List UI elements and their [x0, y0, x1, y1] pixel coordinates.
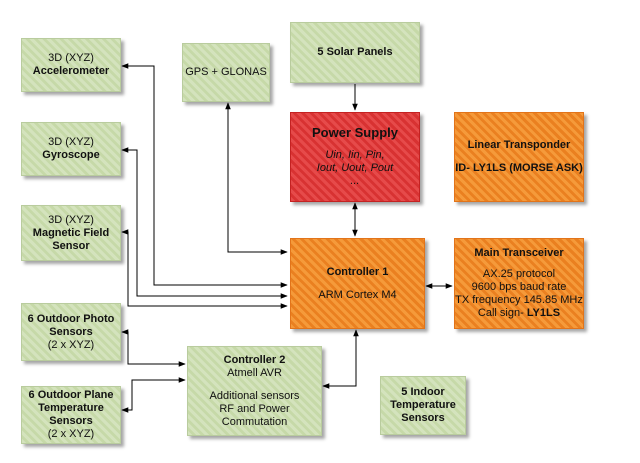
transceiver-line2: 9600 bps baud rate: [471, 281, 567, 293]
photo-line3: (2 x XYZ): [47, 338, 95, 351]
planetemp-line2: Temperature: [38, 402, 104, 414]
magnetic-line1: 3D (XYZ): [48, 213, 94, 226]
plane-temp-sensors-node: 6 Outdoor Plane Temperature Sensors (2 x…: [21, 386, 121, 444]
linear-id-value: LY1LS (MORSE ASK): [472, 162, 583, 174]
linear-id-row: ID- LY1LS (MORSE ASK): [455, 162, 583, 175]
photo-line2: Sensors: [49, 325, 93, 338]
controller2-title: Controller 2: [223, 353, 286, 366]
transceiver-title: Main Transceiver: [474, 247, 564, 259]
transceiver-callsign-label: Call sign-: [477, 307, 524, 319]
solar-label: 5 Solar Panels: [317, 46, 393, 58]
linear-transponder-node: Linear Transponder ID- LY1LS (MORSE ASK): [454, 112, 584, 202]
controller2-line1: Additional sensors: [209, 389, 300, 402]
controller1-title: Controller 1: [326, 265, 389, 278]
transceiver-line4: Call sign- LY1LS: [478, 307, 560, 320]
controller2-line2: RF and Power: [219, 402, 290, 415]
indoor-line2: Temperature: [390, 399, 456, 411]
power-line2: Iout, Uout, Pout: [316, 162, 394, 174]
main-transceiver-node: Main Transceiver AX.25 protocol 9600 bps…: [454, 238, 584, 329]
arrow-photo-controller2: [121, 329, 186, 367]
magnetic-line3: Sensor: [52, 239, 90, 252]
controller-2-node: Controller 2 Atmell AVR Additional senso…: [187, 346, 322, 436]
arrow-controller1-controller2: [322, 329, 359, 389]
solar-panels-node: 5 Solar Panels: [290, 22, 420, 83]
magnetic-line2: Magnetic Field: [32, 226, 110, 239]
gyroscope-node: 3D (XYZ) Gyroscope: [21, 122, 121, 176]
power-line3: ...: [350, 175, 360, 187]
magnetic-field-node: 3D (XYZ) Magnetic Field Sensor: [21, 205, 121, 261]
linear-title: Linear Transponder: [467, 139, 571, 151]
power-supply-node: Power Supply Uin, Iin, Pin, Iout, Uout, …: [290, 112, 420, 202]
transceiver-callsign-value: LY1LS: [526, 307, 561, 319]
power-title: Power Supply: [312, 125, 398, 140]
planetemp-line4: (2 x XYZ): [47, 428, 95, 440]
gyroscope-line2: Gyroscope: [42, 149, 100, 161]
power-line1: Uin, Iin, Pin,: [325, 149, 385, 161]
gps-node: GPS + GLONAS: [182, 43, 270, 102]
accelerometer-node: 3D (XYZ) Accelerometer: [21, 38, 121, 92]
gps-label: GPS + GLONAS: [185, 66, 267, 78]
gyroscope-line1: 3D (XYZ): [48, 136, 94, 148]
photo-line1: 6 Outdoor Photo: [27, 312, 115, 325]
accelerometer-line1: 3D (XYZ): [48, 52, 94, 64]
planetemp-line1: 6 Outdoor Plane: [28, 389, 114, 401]
arrow-gyroscope-controller1: [121, 147, 288, 299]
photo-sensors-node: 6 Outdoor Photo Sensors (2 x XYZ): [21, 303, 121, 361]
arrow-magnetic-controller1: [121, 229, 288, 309]
indoor-line1: 5 Indoor: [401, 386, 445, 398]
indoor-line3: Sensors: [401, 412, 445, 424]
controller-1-node: Controller 1 ARM Cortex M4: [290, 238, 425, 329]
transceiver-line1: AX.25 protocol: [482, 268, 556, 280]
accelerometer-line2: Accelerometer: [32, 65, 110, 77]
controller1-subtitle: ARM Cortex M4: [318, 288, 397, 301]
controller2-line3: Commutation: [221, 415, 288, 428]
planetemp-line3: Sensors: [49, 415, 93, 427]
arrow-gps-controller1: [225, 102, 288, 255]
transceiver-line3: TX frequency 145.85 MHz: [455, 294, 583, 306]
controller2-subtitle: Atmell AVR: [227, 366, 282, 379]
arrow-planetemp-controller2: [121, 377, 186, 413]
linear-id-label: ID-: [455, 162, 470, 174]
indoor-temp-sensors-node: 5 Indoor Temperature Sensors: [380, 376, 466, 435]
